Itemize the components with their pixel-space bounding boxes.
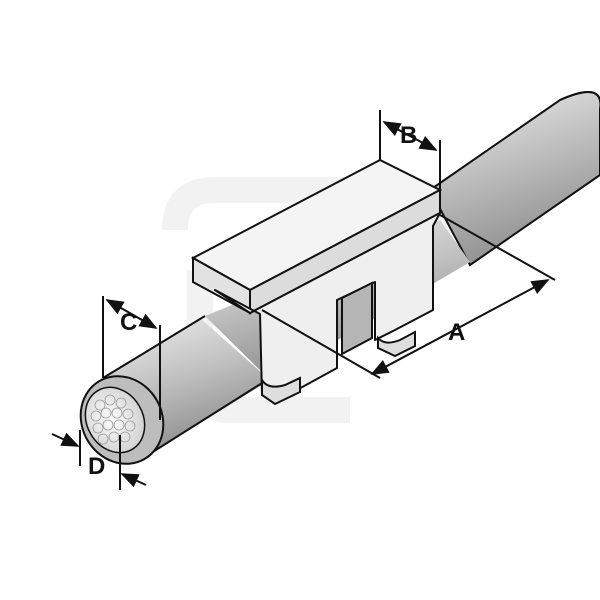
label-c: C [120, 309, 137, 336]
dimension-arrow-icon [370, 279, 550, 375]
dimension-b: B [379, 110, 441, 190]
dimension-arrow-icon [51, 432, 80, 447]
dimension-arrow-icon [105, 299, 158, 329]
label-a: A [448, 319, 465, 346]
dimension-arrow-icon [120, 473, 147, 488]
label-b: B [400, 122, 417, 149]
label-d: D [88, 453, 105, 480]
dimension-arrow-icon [382, 121, 438, 151]
dimension-c: C [102, 296, 161, 420]
dimension-a: A [261, 214, 556, 379]
stranded-conductor-icon [79, 375, 165, 465]
dimension-d: D [51, 430, 147, 490]
